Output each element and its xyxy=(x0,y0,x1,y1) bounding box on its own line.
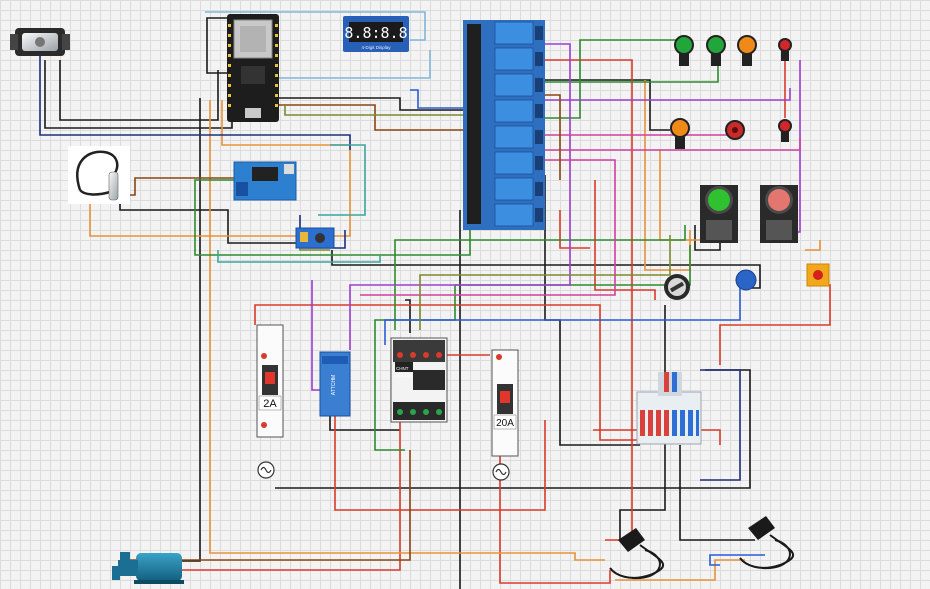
wire xyxy=(805,240,821,251)
contactor[interactable] xyxy=(390,337,448,423)
breaker-20a-rating: 20A xyxy=(496,418,514,429)
contactor-brand: CHNT xyxy=(396,366,409,371)
wires xyxy=(39,11,831,589)
indicator-lamp-orange xyxy=(737,35,757,66)
wire xyxy=(559,210,590,249)
indicator-lamp-green xyxy=(706,35,726,66)
wire xyxy=(700,369,741,481)
wire xyxy=(405,299,411,333)
water-flow-sensor[interactable] xyxy=(10,28,70,56)
ac-source xyxy=(492,463,510,481)
temperature-probe[interactable] xyxy=(68,146,130,204)
indicator-lamp-orange xyxy=(670,118,690,149)
indicator-lamp-green xyxy=(674,35,694,66)
wire xyxy=(44,60,233,129)
wire xyxy=(384,288,741,345)
indicator-lamp-red xyxy=(778,38,792,61)
breaker-2a-rating: 2A xyxy=(263,398,277,410)
display-caption: 4-Digit Display xyxy=(361,45,391,50)
power-supply-brand: ATTCHM xyxy=(331,375,337,395)
wire xyxy=(644,80,691,271)
terminal-block-levers xyxy=(640,410,699,436)
buck-converter[interactable] xyxy=(295,227,335,249)
wire xyxy=(594,180,656,300)
wire xyxy=(334,360,546,511)
esp32-board[interactable] xyxy=(227,14,279,122)
relay-units xyxy=(494,21,534,227)
wire xyxy=(540,94,561,180)
wire xyxy=(349,43,571,350)
wire xyxy=(130,98,201,562)
voltage-sensor-module[interactable] xyxy=(233,161,297,201)
wire xyxy=(206,17,232,74)
wire xyxy=(318,144,366,216)
wire xyxy=(615,559,745,581)
wire xyxy=(540,88,791,101)
buzzer xyxy=(725,120,745,140)
indicator-lamp-red xyxy=(778,119,792,142)
stop-push-button[interactable] xyxy=(760,185,798,243)
wire xyxy=(593,429,721,445)
wire xyxy=(394,225,686,330)
seven-segment-display[interactable]: 8.8:8.8 4-Digit Display xyxy=(343,16,409,52)
contactor-model: LC1-D09 xyxy=(396,373,413,378)
wire xyxy=(125,450,411,561)
wire xyxy=(205,11,426,41)
wire xyxy=(284,105,465,116)
wire xyxy=(520,138,801,151)
wire xyxy=(275,97,465,111)
wire xyxy=(545,79,670,131)
wire xyxy=(39,50,351,150)
potentiometer-knob[interactable] xyxy=(735,269,757,291)
dc-power-supply[interactable] xyxy=(319,351,351,417)
water-pump[interactable] xyxy=(112,552,184,584)
relay-terminals xyxy=(535,26,543,222)
wire xyxy=(535,39,685,119)
wire xyxy=(719,284,831,365)
breaker-2a[interactable] xyxy=(256,324,284,438)
display-digits: 8.8:8.8 xyxy=(344,24,407,42)
selector-switch[interactable] xyxy=(664,274,690,300)
power-adapter xyxy=(739,516,794,570)
wire xyxy=(140,360,401,571)
wire xyxy=(217,250,381,263)
start-push-button[interactable] xyxy=(700,185,738,243)
wire xyxy=(360,159,616,296)
wire xyxy=(659,150,700,241)
wire xyxy=(275,104,465,131)
wire xyxy=(194,179,471,256)
wire xyxy=(694,225,721,251)
power-adapter xyxy=(609,528,664,580)
wire xyxy=(709,554,765,566)
wire xyxy=(419,235,671,330)
emergency-stop[interactable] xyxy=(806,263,830,287)
wire xyxy=(540,59,633,541)
esp32-pins xyxy=(228,24,278,107)
wire xyxy=(331,250,761,289)
wire xyxy=(540,50,719,83)
wire xyxy=(59,60,219,121)
breaker-20a[interactable] xyxy=(491,349,519,457)
wire xyxy=(209,100,605,561)
wire xyxy=(679,445,755,541)
ac-source xyxy=(257,461,275,479)
wire xyxy=(275,50,431,79)
wire xyxy=(89,100,351,237)
wire xyxy=(254,304,640,441)
